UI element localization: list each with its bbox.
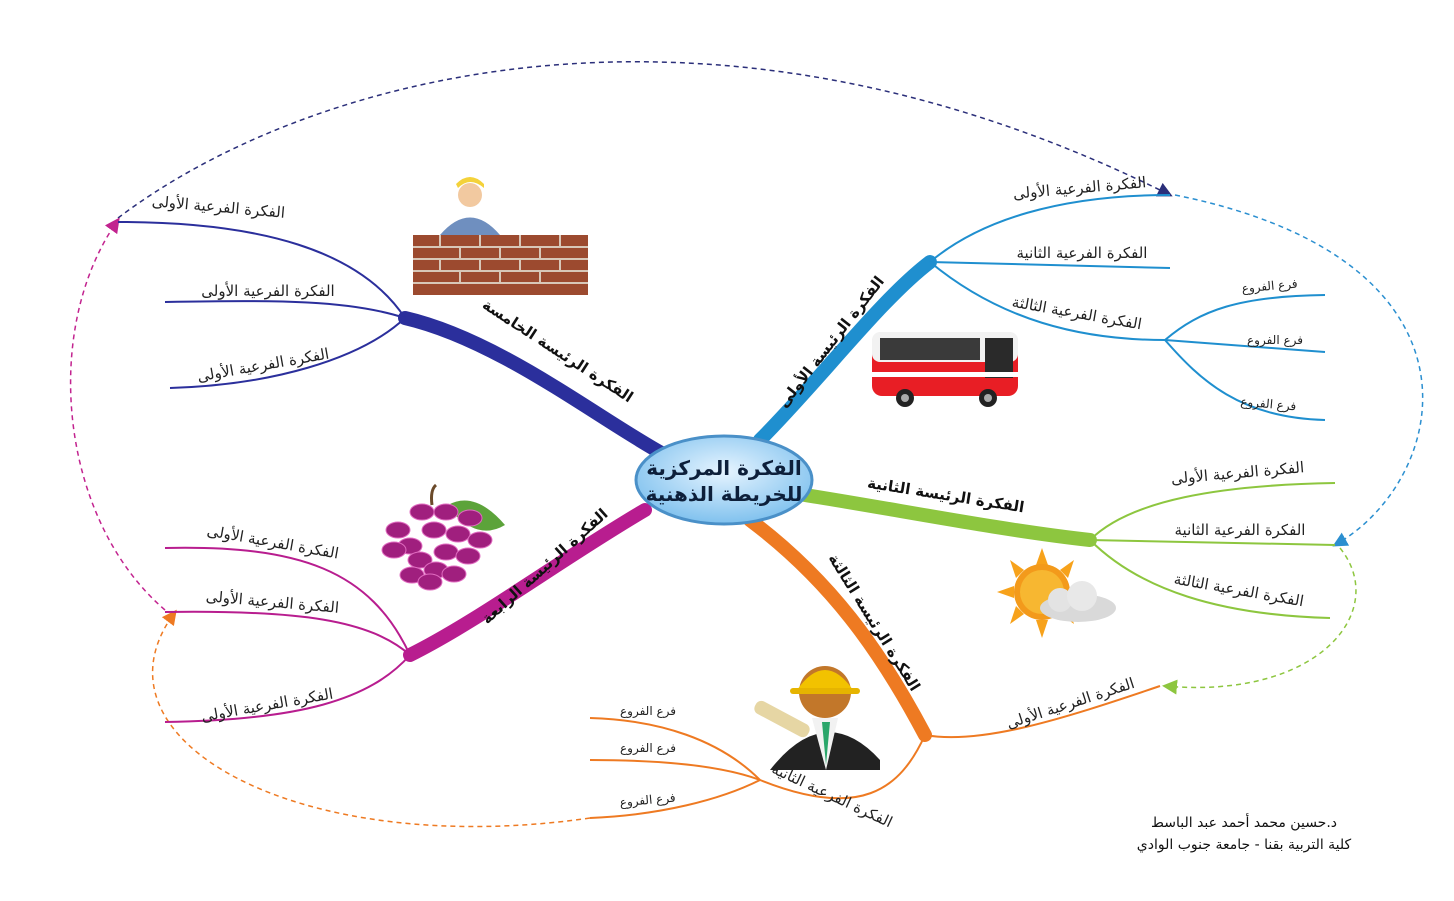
first-sub-2: الفكرة الفرعية الثانية <box>1017 244 1148 262</box>
grapes-icon <box>381 483 505 591</box>
branch-first <box>753 194 1326 447</box>
branch-third <box>589 513 1161 819</box>
fourth-sub-1: الفكرة الفرعية الأولى <box>206 521 341 563</box>
third-leaf-1: فرع الفروع <box>620 704 676 719</box>
branch-first-label: الفكرة الرئيسة الأولى <box>774 273 888 411</box>
branch-fifth <box>117 221 672 462</box>
first-sub-1: الفكرة الفرعية الأولى <box>1012 172 1147 203</box>
connector-first-to-second <box>1174 194 1424 547</box>
third-sub-2: الفكرة الفرعية الثانية <box>769 760 895 832</box>
third-leaf-2: فرع الفروع <box>620 741 676 756</box>
builder-icon <box>413 177 588 295</box>
second-sub-2: الفكرة الفرعية الثانية <box>1175 521 1306 539</box>
author-credit: د.حسين محمد أحمد عبد الباسط كلية التربية… <box>1084 812 1404 856</box>
third-leaf-3: فرع الفروع <box>619 791 676 811</box>
fourth-sub-3: الفكرة الفرعية الأولى <box>200 684 335 726</box>
connector-fourth-to-fifth <box>69 217 166 611</box>
center-line-1: الفكرة المركزية <box>646 456 802 480</box>
branch-fourth <box>164 503 652 723</box>
third-sub-1: الفكرة الفرعية الأولى <box>1004 673 1137 732</box>
bus-icon <box>872 332 1018 407</box>
fifth-sub-2: الفكرة الفرعية الأولى <box>201 281 334 300</box>
second-sub-3: الفكرة الفرعية الثالثة <box>1173 570 1306 611</box>
center-node: الفكرة المركزية للخريطة الذهنية <box>634 434 814 526</box>
connector-third-to-fourth <box>151 609 591 828</box>
fifth-sub-1: الفكرة الفرعية الأولى <box>151 191 286 222</box>
first-leaf-2: فرع الفروع <box>1247 333 1303 348</box>
first-leaf-3: فرع الفروع <box>1240 395 1297 415</box>
engineer-icon <box>754 666 880 770</box>
branch-second <box>798 482 1336 619</box>
second-sub-1: الفكرة الفرعية الأولى <box>1170 457 1305 488</box>
connector-fifth-to-first <box>117 61 1173 219</box>
connector-second-to-third <box>1162 547 1357 695</box>
center-line-2: للخريطة الذهنية <box>646 482 803 506</box>
author-name: د.حسين محمد أحمد عبد الباسط <box>1150 815 1338 831</box>
first-sub-3: الفكرة الفرعية الثالثة <box>1011 293 1144 334</box>
first-leaf-1: فرع الفروع <box>1241 277 1298 297</box>
author-affiliation: كلية التربية بقنا - جامعة جنوب الوادي <box>1136 837 1352 853</box>
sun-cloud-icon <box>997 548 1116 638</box>
